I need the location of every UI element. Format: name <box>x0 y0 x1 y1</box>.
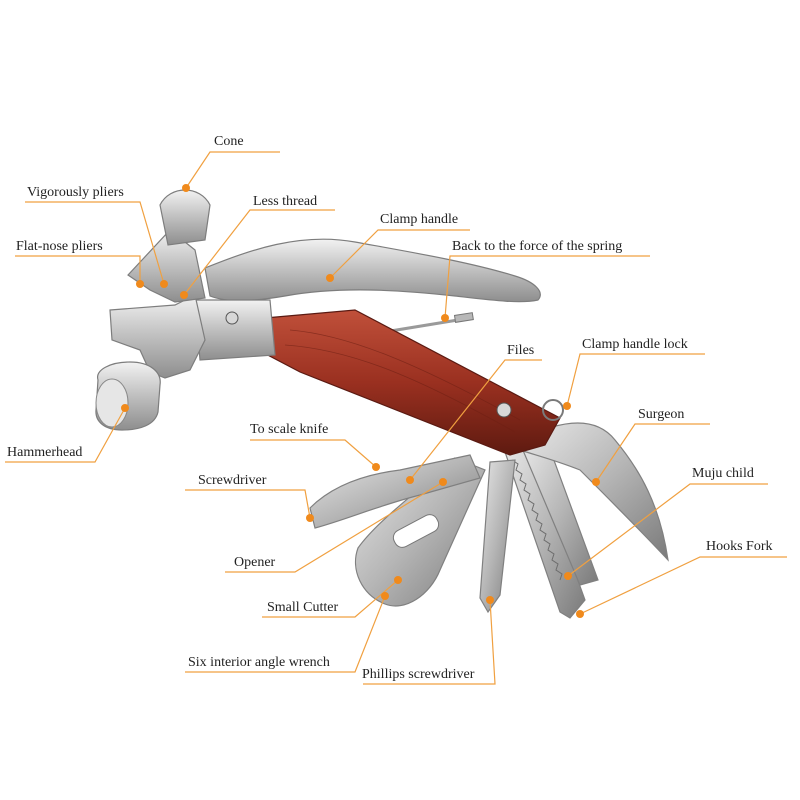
callout-labels: Cone Vigorously pliers Less thread Clamp… <box>7 134 773 682</box>
label-screwdriver: Screwdriver <box>198 473 267 488</box>
label-clamp-handle-lock: Clamp handle lock <box>582 337 688 352</box>
cone-tip <box>159 189 211 246</box>
leader-hammerhead <box>5 407 126 463</box>
label-cone: Cone <box>214 134 244 149</box>
leader-back-spring <box>444 255 650 319</box>
dot-phillips <box>486 596 494 604</box>
leader-lines <box>5 151 787 685</box>
dot-screwdriver <box>306 514 314 522</box>
screwdriver-blade <box>309 454 481 529</box>
label-less-thread: Less thread <box>253 194 317 209</box>
wood-grain <box>284 329 521 433</box>
leader-scale-knife <box>250 439 377 468</box>
saw-teeth <box>511 459 563 581</box>
dot-cone <box>182 184 190 192</box>
rivet-front <box>225 311 239 325</box>
dot-hammerhead <box>121 404 129 412</box>
dot-clamp-handle <box>326 274 334 282</box>
leader-clamp-handle <box>329 229 470 279</box>
label-hooks-fork: Hooks Fork <box>706 539 773 554</box>
label-clamp-handle: Clamp handle <box>380 212 458 227</box>
wrench-slot <box>392 514 440 548</box>
label-back-spring: Back to the force of the spring <box>452 239 622 254</box>
leader-screwdriver <box>185 489 311 519</box>
dot-less-thread <box>180 291 188 299</box>
bolster <box>194 299 276 361</box>
marker-dots <box>121 184 600 618</box>
label-opener: Opener <box>234 555 276 570</box>
dot-hex-wrench <box>381 592 389 600</box>
dot-muju-child <box>564 572 572 580</box>
label-phillips: Phillips screwdriver <box>362 667 475 682</box>
leader-muju-child <box>567 483 768 577</box>
dot-files <box>406 476 414 484</box>
label-hex-wrench: Six interior angle wrench <box>188 655 330 670</box>
dot-back-spring <box>441 314 449 322</box>
leader-phillips <box>363 599 496 685</box>
leader-hooks-fork <box>579 556 787 615</box>
label-files: Files <box>507 343 534 358</box>
leader-clamp-handle-lock <box>566 353 705 407</box>
label-vigorously-pliers: Vigorously pliers <box>27 185 124 200</box>
spring-tip <box>453 312 474 323</box>
leader-cone <box>185 151 280 189</box>
multitool-illustration <box>95 189 669 619</box>
leader-less-thread <box>183 209 335 296</box>
hammer-face <box>95 378 129 428</box>
dot-small-cutter <box>394 576 402 584</box>
label-small-cutter: Small Cutter <box>267 600 339 615</box>
leader-files <box>409 359 542 481</box>
label-flat-nose-pliers: Flat-nose pliers <box>16 239 103 254</box>
rivet-back <box>496 402 512 418</box>
label-hammerhead: Hammerhead <box>7 445 82 460</box>
dot-flat-nose-pliers <box>136 280 144 288</box>
leader-flat-nose-pliers <box>15 255 141 284</box>
clamp-lock-ring <box>542 399 564 421</box>
dot-hooks-fork <box>576 610 584 618</box>
label-muju-child: Muju child <box>692 466 754 481</box>
label-scale-knife: To scale knife <box>250 422 328 437</box>
phillips-blade <box>479 459 516 614</box>
dot-vigorously-pliers <box>160 280 168 288</box>
leader-vigorously-pliers <box>25 201 165 285</box>
leader-surgeon <box>595 423 710 483</box>
label-surgeon: Surgeon <box>638 407 684 422</box>
leader-hex-wrench <box>185 595 386 673</box>
dot-clamp-handle-lock <box>563 402 571 410</box>
leader-opener <box>225 481 444 573</box>
dot-scale-knife <box>372 463 380 471</box>
clamp-handle-arm <box>204 238 541 303</box>
surgeon-blade <box>519 422 669 562</box>
dot-surgeon <box>592 478 600 486</box>
dot-opener <box>439 478 447 486</box>
